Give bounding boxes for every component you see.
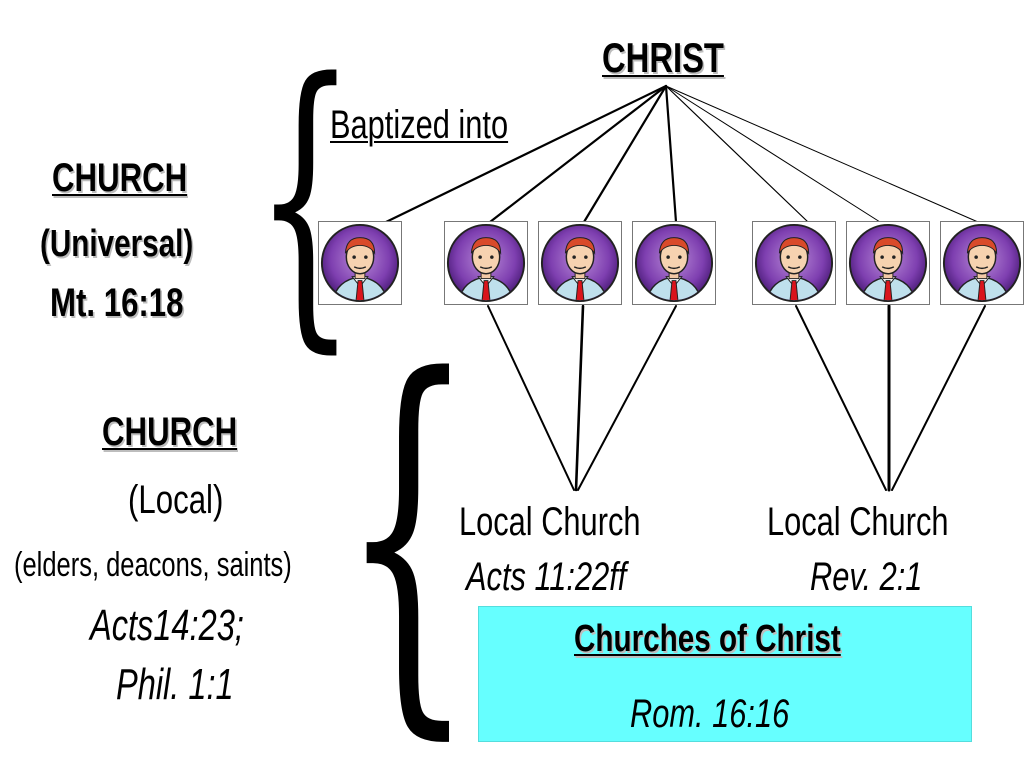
churches-of-christ-title: Churches of Christ — [574, 618, 841, 660]
local-brace: { — [340, 294, 476, 772]
person-icon — [940, 221, 1024, 305]
local-church-subtitle: (Local) — [128, 478, 224, 522]
local-church-2-reference: Rev. 2:1 — [810, 555, 923, 599]
local-church-1-reference: Acts 11:22ff — [466, 555, 627, 599]
local-church-reference-1: Acts14:23; — [90, 601, 244, 650]
link-member-5-local-2 — [795, 305, 887, 491]
local-church-title: CHURCH — [102, 410, 238, 454]
baptized-into-label: Baptized into — [330, 103, 509, 147]
link-christ-member-2 — [488, 84, 668, 224]
person-icon — [752, 221, 836, 305]
person-icon — [318, 221, 402, 305]
local-church-2-label: Local Church — [767, 500, 949, 544]
churches-of-christ-reference: Rom. 16:16 — [630, 692, 790, 736]
link-member-4-local-1 — [577, 305, 677, 491]
link-christ-member-3 — [582, 84, 668, 224]
link-christ-member-5 — [665, 85, 809, 223]
link-member-3-local-1 — [574, 304, 585, 492]
person-icon — [846, 221, 930, 305]
universal-church-reference: Mt. 16:18 — [50, 281, 184, 325]
link-christ-member-1 — [384, 84, 668, 224]
christ-label: CHRIST — [602, 34, 724, 81]
link-christ-member-4 — [664, 84, 678, 224]
churches-of-christ-box: Churches of Christ Rom. 16:16 — [478, 606, 972, 742]
universal-church-title: CHURCH — [52, 156, 188, 200]
link-member-7-local-2 — [891, 305, 986, 491]
person-icon — [538, 221, 622, 305]
local-church-1-label: Local Church — [459, 500, 641, 544]
person-icon — [632, 221, 716, 305]
universal-church-subtitle: (Universal) — [40, 223, 194, 265]
link-member-2-local-1 — [487, 305, 575, 491]
link-christ-member-7 — [665, 85, 979, 223]
local-church-reference-2: Phil. 1:1 — [116, 660, 234, 709]
link-christ-member-6 — [665, 85, 881, 223]
local-church-members: (elders, deacons, saints) — [14, 546, 292, 584]
person-icon — [444, 221, 528, 305]
